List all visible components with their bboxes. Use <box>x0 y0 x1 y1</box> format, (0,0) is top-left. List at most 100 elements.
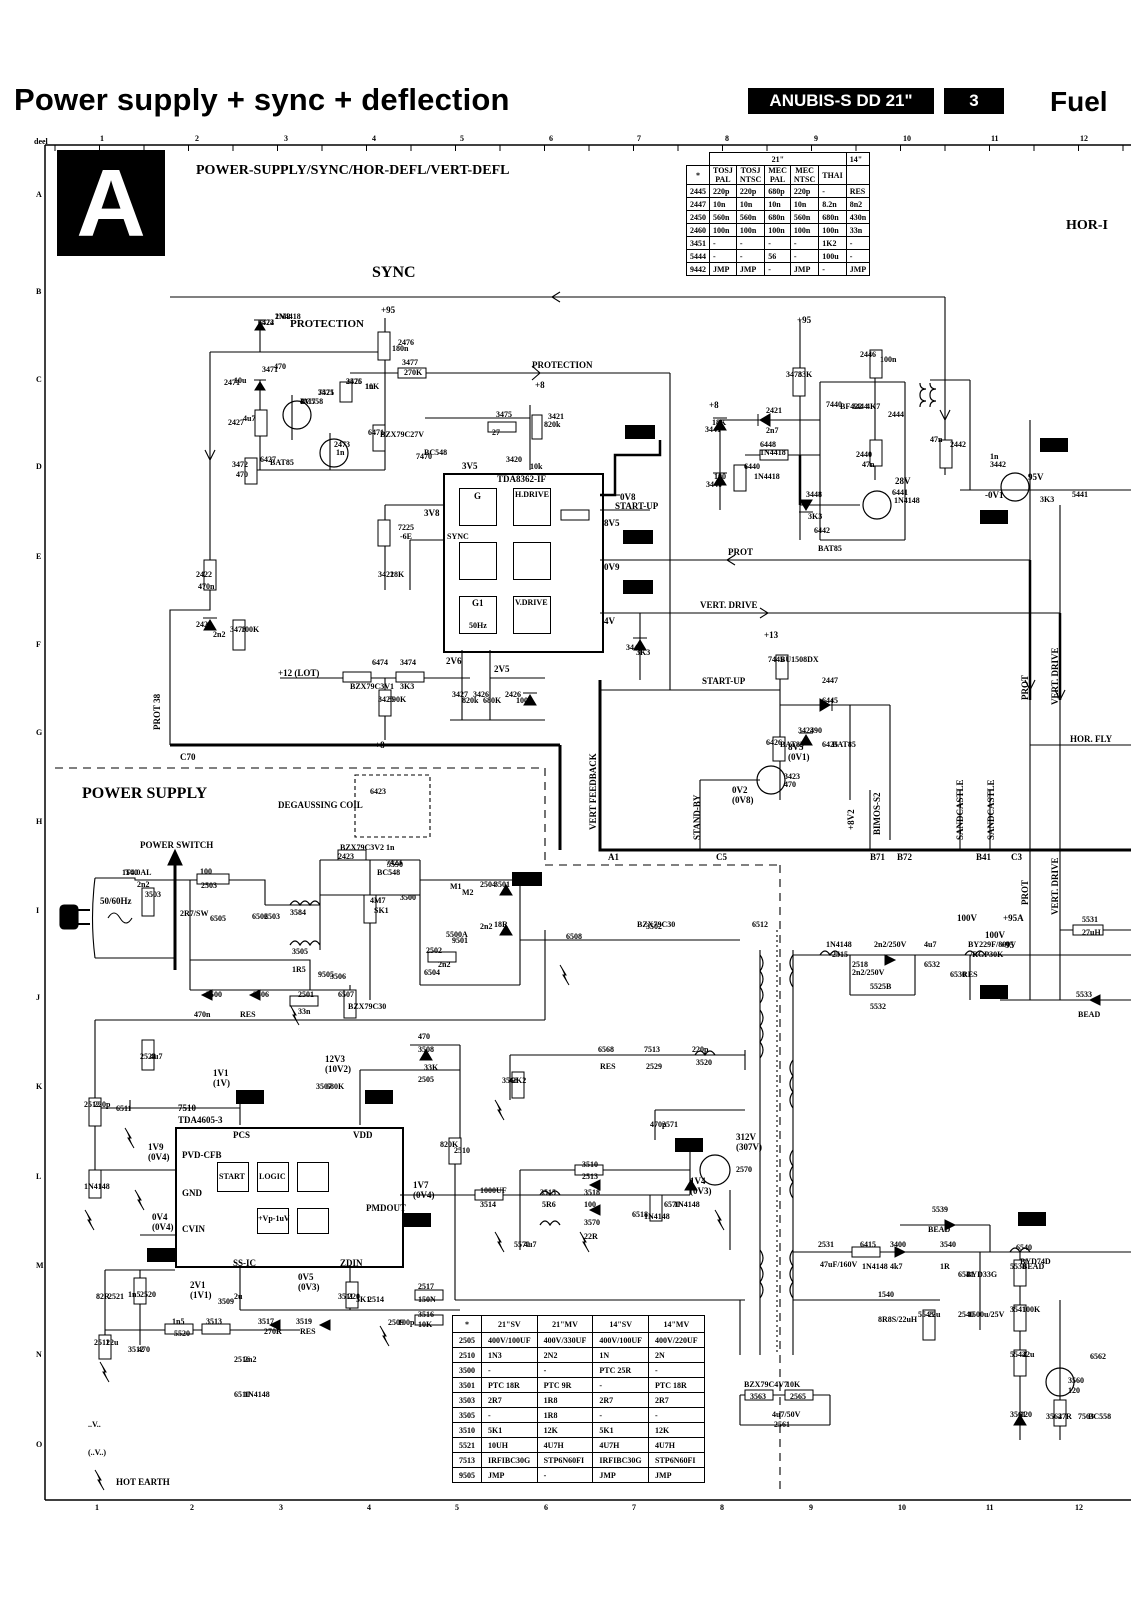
rail-8v-hdrive: +8 <box>709 400 719 410</box>
table-cell: - <box>735 236 766 250</box>
table-cell: 2N <box>648 1347 705 1363</box>
component-ref-label: BYD74D <box>1020 1257 1051 1266</box>
table-cell: 3501 <box>452 1377 482 1393</box>
component-ref-label: 3473 <box>230 625 246 634</box>
component-ref-label: 3505 <box>292 947 308 956</box>
ic-block-driver <box>297 1162 329 1192</box>
ic-pin-gnd: GND <box>182 1188 202 1198</box>
component-ref-label: BZX79C3V1 <box>350 682 395 691</box>
model-badge: ANUBIS-S DD 21" <box>748 88 934 114</box>
table-cell: JMP <box>648 1467 705 1483</box>
component-ref-label: 3500 <box>400 893 416 902</box>
component-ref-label: 100K <box>241 625 260 634</box>
component-ref-label: 1N4148 <box>644 1212 670 1221</box>
component-ref-label: 820K <box>440 1140 459 1149</box>
table-cell: - <box>818 184 847 198</box>
component-ref-label: 2440 <box>856 450 872 459</box>
component-ref-label: SK1 <box>374 906 389 915</box>
table-cell: 2447 <box>686 197 710 211</box>
component-ref-label: 6440 <box>744 462 760 471</box>
volt-1v7: 1V7 <box>413 1180 429 1190</box>
table-cell: - <box>536 1467 594 1483</box>
component-ref-label: 8R8S/22uH <box>878 1315 918 1324</box>
component-ref-label: 27 <box>492 428 500 437</box>
column-number: 8 <box>725 134 729 143</box>
signal-vert-drive-right: VERT. DRIVE <box>1050 647 1060 705</box>
table-cell: 2R7 <box>592 1392 650 1408</box>
table-row: 5444--56-100u- <box>686 249 871 263</box>
table-cell: 3505 <box>452 1407 482 1423</box>
component-ref-label: 6442 <box>814 526 830 535</box>
component-ref-label: 2423 <box>338 852 354 861</box>
component-ref-label: 2u <box>234 1292 243 1301</box>
volt-1v9: 1V9 <box>148 1142 164 1152</box>
volt-0v2: 0V2 <box>732 785 748 795</box>
table-cell: 2505 <box>452 1332 482 1348</box>
component-ref-label: 7470 <box>416 452 432 461</box>
connector-a1: A1 <box>608 852 619 862</box>
table-cell: 7513 <box>452 1452 482 1468</box>
component-ref-label: 470n <box>198 582 215 591</box>
table-header-cell: * <box>452 1315 482 1333</box>
component-ref-label: 1n <box>336 448 345 457</box>
ic-block-start-label: START <box>219 1172 245 1181</box>
component-ref-label: 820k <box>544 420 561 429</box>
component-ref-label: 2540 <box>958 1310 974 1319</box>
component-ref-label: 5533 <box>1076 990 1092 999</box>
component-ref-label: 2500 <box>206 990 222 999</box>
component-ref-label: 2504 <box>480 880 496 889</box>
section-badge: A <box>57 150 165 257</box>
component-ref-label: 3420 <box>506 455 522 464</box>
diagram-title: POWER-SUPPLY/SYNC/HOR-DEFL/VERT-DEFL <box>196 163 510 178</box>
component-ref-label: 3501 <box>494 880 510 889</box>
component-ref-label: 3525 <box>318 388 334 397</box>
table-cell: 10n <box>764 197 791 211</box>
component-ref-label: 470p <box>650 1120 667 1129</box>
component-ref-label: M2 <box>462 888 474 897</box>
ic-block-vdrive-label: V.DRIVE <box>515 598 548 607</box>
component-ref-label: 6448 <box>760 440 776 449</box>
component-ref-label: 2516 <box>234 1355 250 1364</box>
connector-c3: C3 <box>1011 852 1022 862</box>
rail-100v-b: 100V <box>985 930 1005 940</box>
component-ref-label: 4u7 <box>924 940 937 949</box>
component-ref-label: 6502 <box>252 912 268 921</box>
volt-1v1b: (1V1) <box>190 1290 212 1300</box>
table-cell: 680n <box>764 210 791 224</box>
component-ref-label: 6562 <box>1090 1352 1106 1361</box>
ic-block-ref <box>257 1208 289 1234</box>
table-cell: 10n <box>709 197 737 211</box>
component-ref-label: 100 <box>584 1200 596 1209</box>
component-ref-label: 3422 <box>378 570 394 579</box>
table-header-cell: MEC NTSC <box>789 165 820 185</box>
connector-c5: C5 <box>716 852 727 862</box>
volt-28v: 28V <box>895 476 911 486</box>
component-ref-label: 2n2 <box>137 880 150 889</box>
component-ref-label: 100K <box>1022 1305 1041 1314</box>
component-ref-label: 6512 <box>752 920 768 929</box>
component-ref-label: 10K <box>786 1380 801 1389</box>
component-ref-label: 10K <box>365 382 380 391</box>
component-ref-label: 3K3 <box>1040 495 1055 504</box>
component-ref-label: 2518 <box>852 960 868 969</box>
component-ref-label: 3443 <box>626 643 642 652</box>
signal-8v2: +8V2 <box>846 809 856 830</box>
component-ref-label: 1000UF <box>480 1186 507 1195</box>
component-ref-label: 2565 <box>790 1392 806 1401</box>
component-ref-label: 3540 <box>940 1240 956 1249</box>
component-ref-label: 47uF/160V <box>820 1260 858 1269</box>
component-ref-label: 6511 <box>116 1104 132 1113</box>
signal-start-up: START-UP <box>702 676 746 686</box>
table-cell: 8n2 <box>845 197 871 211</box>
table-cell: 33n <box>845 223 871 237</box>
component-ref-label: 220 <box>348 1292 360 1301</box>
component-ref-label: 3427 <box>452 690 468 699</box>
ic-block-g1 <box>459 596 497 634</box>
frame-corner-label: deel <box>34 137 48 146</box>
component-ref-label: 3425 <box>378 695 394 704</box>
component-ref-label: 1n <box>386 843 395 852</box>
